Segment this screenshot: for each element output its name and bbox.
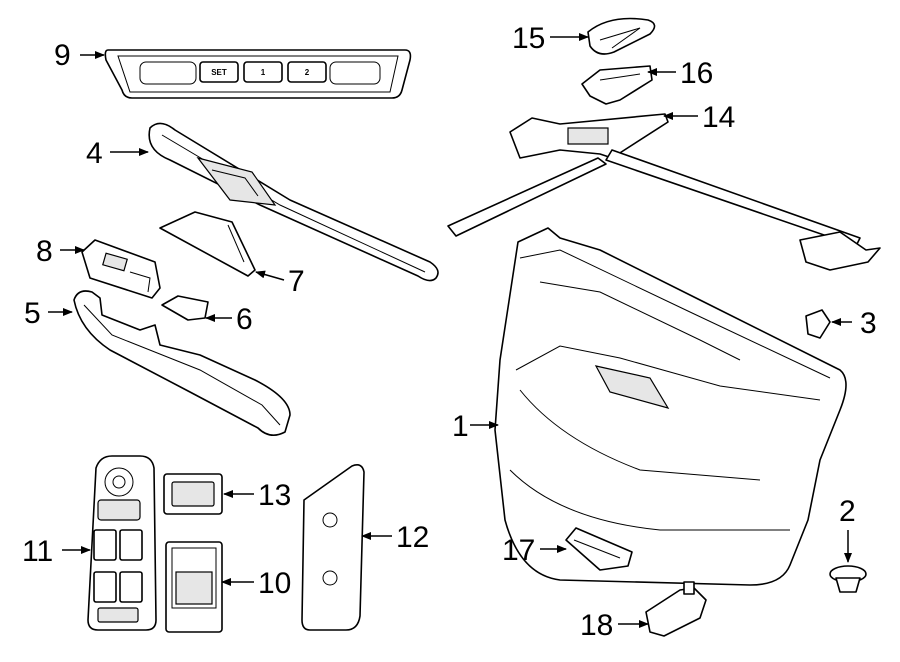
part-switch-bezel bbox=[81, 239, 161, 299]
callout-1: 1 bbox=[452, 410, 469, 443]
memory-1-label: 1 bbox=[261, 68, 266, 77]
callout-14: 14 bbox=[702, 101, 735, 134]
part-sensor-bracket bbox=[645, 581, 707, 637]
callout-3: 3 bbox=[860, 307, 877, 340]
part-light-lens bbox=[565, 527, 633, 571]
part-master-window-switch bbox=[87, 455, 157, 631]
callout-2: 2 bbox=[839, 495, 856, 528]
leader-lines bbox=[48, 33, 852, 628]
part-clip bbox=[805, 309, 831, 339]
part-memory-switch-panel: SET 1 2 bbox=[104, 49, 412, 99]
memory-set-label: SET bbox=[211, 68, 227, 77]
part-child-lock-switch bbox=[163, 473, 223, 515]
part-pad bbox=[161, 295, 209, 321]
part-window-switch bbox=[165, 541, 223, 633]
part-mirror-cover bbox=[587, 17, 656, 55]
callout-18: 18 bbox=[580, 609, 613, 642]
part-push-clip bbox=[829, 565, 867, 593]
callout-6: 6 bbox=[236, 303, 253, 336]
callout-12: 12 bbox=[396, 521, 429, 554]
memory-2-label: 2 bbox=[305, 68, 310, 77]
callout-13: 13 bbox=[258, 479, 291, 512]
part-lock-switch-panel bbox=[301, 464, 365, 631]
callout-9: 9 bbox=[54, 39, 71, 72]
part-mirror-bracket bbox=[581, 65, 653, 105]
callout-11: 11 bbox=[22, 535, 53, 568]
callout-4: 4 bbox=[86, 137, 103, 170]
part-trim-insert bbox=[159, 211, 256, 277]
callout-labels: 9 4 8 5 6 7 1 2 3 15 16 14 11 13 10 12 1… bbox=[22, 22, 877, 642]
part-upper-trim-strip bbox=[148, 122, 439, 282]
callout-17: 17 bbox=[502, 534, 535, 567]
callout-10: 10 bbox=[258, 567, 291, 600]
callout-8: 8 bbox=[36, 235, 53, 268]
callout-5: 5 bbox=[24, 297, 41, 330]
part-door-trim-panel bbox=[494, 227, 847, 586]
callout-15: 15 bbox=[512, 22, 545, 55]
callout-16: 16 bbox=[680, 57, 713, 90]
part-armrest bbox=[73, 290, 291, 436]
callout-7: 7 bbox=[288, 265, 305, 298]
part-window-channel bbox=[447, 113, 881, 271]
